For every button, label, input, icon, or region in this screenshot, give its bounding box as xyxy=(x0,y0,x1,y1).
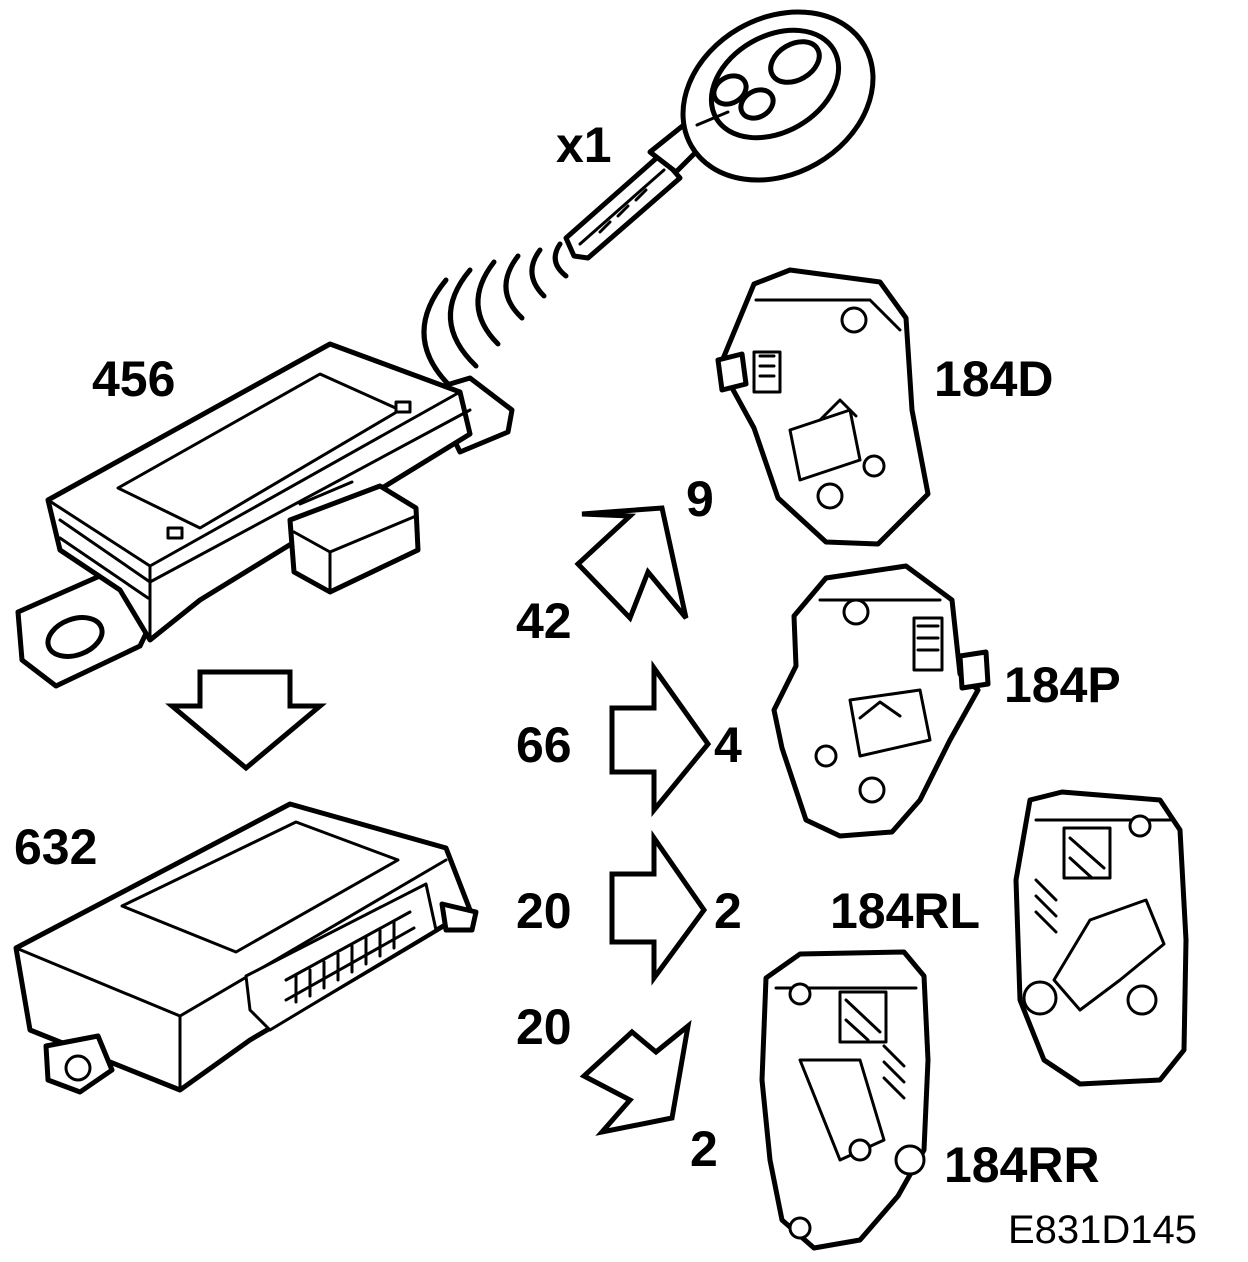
remote-key-icon xyxy=(563,9,876,261)
lock-front-passenger-label: 184P xyxy=(1004,657,1121,713)
down-arrow-icon xyxy=(165,669,327,772)
door-lock-icon xyxy=(715,267,931,547)
door-lock-icon xyxy=(771,563,991,839)
arrow-rear-right-icon xyxy=(579,1019,692,1136)
lock-rear-left-label: 184RL xyxy=(830,883,981,939)
driver-pins-out-label: 9 xyxy=(686,471,714,527)
radio-signal-icon xyxy=(421,241,569,389)
rear-right-pins-in-label: 20 xyxy=(516,999,572,1055)
remote-receiver-label: 456 xyxy=(92,351,176,407)
door-lock-icon xyxy=(1013,789,1189,1087)
rear-left-pins-out-label: 2 xyxy=(714,883,742,939)
rear-left-pins-in-label: 20 xyxy=(516,883,572,939)
door-lock-icon xyxy=(759,949,931,1251)
arrow-passenger-icon xyxy=(609,660,712,818)
lock-rear-right-label: 184RR xyxy=(944,1137,1100,1193)
passenger-pins-in-label: 66 xyxy=(516,717,572,773)
arrow-rear-left-icon xyxy=(609,830,708,986)
lock-front-driver-label: 184D xyxy=(934,351,1054,407)
key-quantity-label: x1 xyxy=(556,117,612,173)
central-module-icon xyxy=(13,801,479,1095)
rear-right-pins-out-label: 2 xyxy=(690,1121,718,1177)
figure-code: E831D145 xyxy=(1008,1208,1198,1252)
block-arrow-icon xyxy=(574,505,689,623)
control-module-label: 632 xyxy=(14,819,98,875)
remote-receiver-icon xyxy=(15,341,515,689)
passenger-pins-out-label: 4 xyxy=(714,717,742,773)
driver-pins-in-label: 42 xyxy=(516,593,572,649)
